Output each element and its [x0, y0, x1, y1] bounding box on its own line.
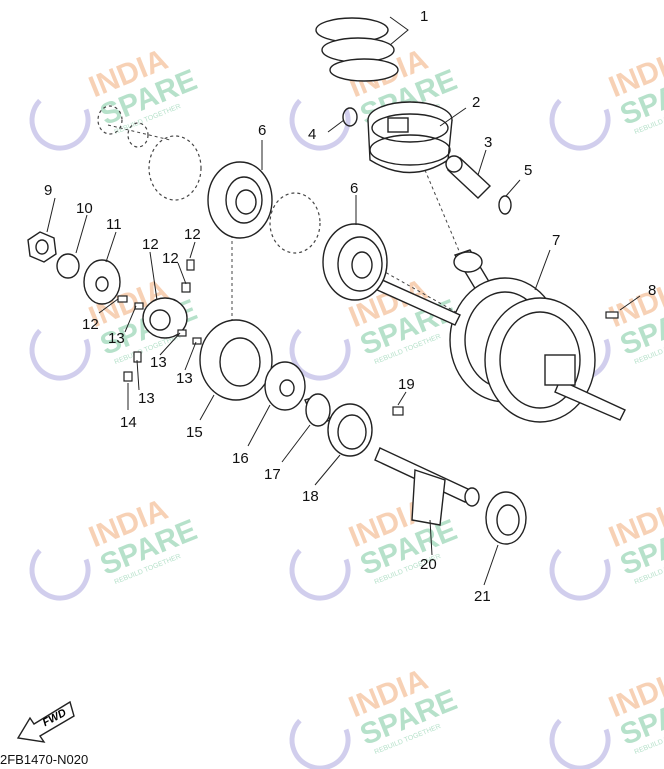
callout-21: 9	[44, 182, 53, 199]
callout-20: 10	[76, 200, 93, 217]
washer-11	[83, 259, 121, 305]
diagram-code: 2FB1470-N020	[0, 752, 89, 767]
bearing-18	[327, 403, 373, 457]
piston-pin-clip	[342, 107, 358, 127]
bearing-17	[485, 491, 527, 545]
callout-17: 21	[474, 588, 491, 605]
hub-9	[142, 297, 188, 339]
gear-15	[199, 319, 273, 401]
gear-ghost	[97, 105, 321, 254]
callout-12-mid: 13	[150, 354, 167, 371]
callout-9: 12	[142, 236, 159, 253]
piston-rings	[315, 17, 399, 82]
piston-pin-clip	[498, 195, 512, 215]
leader-lines	[107, 124, 471, 321]
piston	[367, 101, 453, 174]
nut-21	[27, 231, 57, 263]
callout-12-bottom: 13	[138, 390, 155, 407]
callout-13-top: 12	[184, 226, 201, 243]
callout-2: 6	[350, 180, 359, 197]
callout-18: 18	[302, 488, 319, 505]
key	[605, 311, 619, 319]
callout-6: 4	[308, 126, 317, 143]
callout-12-top: 12	[162, 250, 179, 267]
washer-10	[264, 361, 306, 411]
callout-14: 20	[420, 556, 437, 573]
balancer-shaft	[374, 447, 480, 526]
callout-5: 3	[484, 134, 493, 151]
washer-20	[56, 253, 80, 279]
collar-16	[304, 393, 331, 427]
crankshaft-assembly	[354, 249, 626, 423]
callout-leaders	[46, 16, 641, 586]
callout-7: 1	[420, 8, 429, 25]
callout-19: 19	[398, 376, 415, 393]
callout-4: 2	[472, 94, 481, 111]
fwd-arrow-icon	[16, 700, 75, 743]
callout-13-mid: 13	[176, 370, 193, 387]
callout-13-left: 12	[82, 316, 99, 333]
key-19	[392, 406, 404, 416]
callout-15: 15	[186, 424, 203, 441]
callout-16: 17	[264, 466, 281, 483]
callout-1: 7	[552, 232, 561, 249]
callout-13-bottom: 14	[120, 414, 137, 431]
callout-6-right: 5	[524, 162, 533, 179]
callout-12-left: 13	[108, 330, 125, 347]
bearing-2	[322, 223, 388, 301]
callout-10: 16	[232, 450, 249, 467]
callout-11: 11	[106, 216, 122, 233]
gear-8	[207, 161, 273, 239]
callout-8: 6	[258, 122, 267, 139]
callout-3: 8	[648, 282, 657, 299]
piston-pin	[445, 155, 492, 199]
